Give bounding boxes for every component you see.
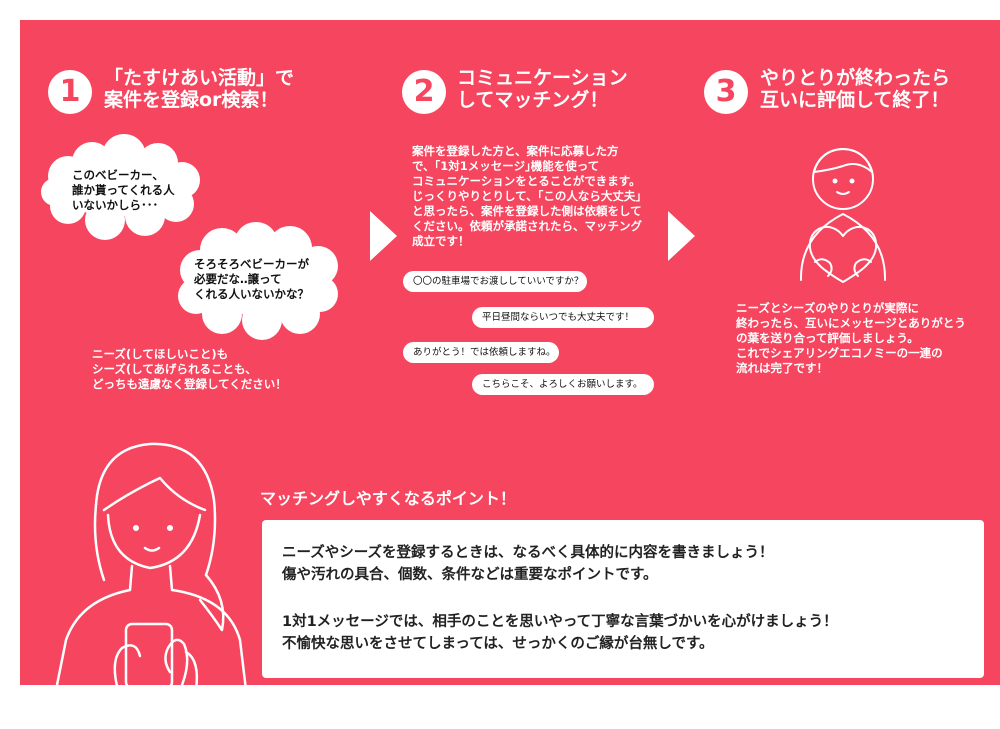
step3-desc-line: これでシェアリングエコノミーの一連の — [736, 346, 943, 360]
step3-number-badge: 3 — [704, 70, 748, 114]
step2-desc-line: 成立です！ — [412, 234, 470, 248]
step2-description: 案件を登録した方と、案件に応募した方 で、｢1対1メッセージ｣機能を使って コミ… — [412, 144, 642, 249]
tip-line: 1対1メッセージでは、相手のことを思いやって丁寧な言葉づかいを心がけましょう！ — [282, 614, 838, 630]
step2-title: コミュニケーション してマッチング！ — [457, 67, 628, 111]
step1-note-line: シーズ(してあげられることも、 — [92, 362, 257, 376]
step1-note-line: どっちも遠慮なく登録してください！ — [92, 377, 287, 391]
bubble2-line: 必要だな‥譲って — [194, 272, 282, 286]
step2-number: 2 — [413, 74, 435, 109]
step2-desc-line: ください。依頼が承諾されたら、マッチング — [412, 219, 642, 233]
step3-title: やりとりが終わったら 互いに評価して終了！ — [760, 67, 950, 111]
step3-desc-line: 終わったら、互いにメッセージとありがとう — [736, 316, 966, 330]
bubble1-line: このベビーカー、 — [72, 168, 164, 182]
step2-desc-line: と思ったら、案件を登録した側は依頼をして — [412, 204, 642, 218]
bubble2-line: そろそろベビーカーが — [194, 257, 309, 271]
step3-number: 3 — [715, 74, 737, 109]
step2-desc-line: じっくりやりとりして、｢この人なら大丈夫｣ — [412, 189, 642, 203]
step3-description: ニーズとシーズのやりとりが実際に 終わったら、互いにメッセージとありがとう の葉… — [736, 301, 966, 376]
step2-title-line: してマッチング！ — [457, 89, 609, 111]
step2-desc-line: 案件を登録した方と、案件に応募した方 — [412, 144, 619, 158]
tips-heading: マッチングしやすくなるポイント！ — [260, 489, 516, 508]
step3-desc-line: 流れは完了です！ — [736, 361, 828, 375]
tip-line: 傷や汚れの具合、個数、条件などは重要なポイントです。 — [282, 567, 658, 583]
tip-line: 不愉快な思いをさせてしまっては、せっかくのご縁が台無しです。 — [282, 636, 714, 652]
bubble1-line: 誰か貰ってくれる人 — [72, 183, 175, 197]
bubble2-text: そろそろベビーカーが 必要だな‥譲って くれる人いないかな？ — [194, 257, 309, 302]
step2-desc-line: で、｢1対1メッセージ｣機能を使って — [412, 159, 600, 173]
step3-desc-line: ニーズとシーズのやりとりが実際に — [736, 301, 919, 315]
step1-title: 「たすけあい活動」で 案件を登録or検索！ — [104, 67, 294, 111]
chat-bubble-right-1: 平日昼間ならいつでも大丈夫です！ — [472, 307, 654, 328]
tip-line: ニーズやシーズを登録するときは、なるべく具体的に内容を書きましょう！ — [282, 545, 774, 561]
bubble1-text: このベビーカー、 誰か貰ってくれる人 いないかしら･･･ — [72, 168, 175, 213]
chat-bubble-right-2: こちらこそ、よろしくお願いします。 — [472, 374, 654, 395]
bubble2-line: くれる人いないかな？ — [194, 287, 309, 301]
step1-note: ニーズ(してほしいこと)も シーズ(してあげられることも、 どっちも遠慮なく登録… — [92, 347, 287, 392]
step2-number-badge: 2 — [402, 70, 446, 114]
step3-title-line: 互いに評価して終了！ — [760, 89, 950, 111]
step1-title-line: 案件を登録or検索！ — [104, 89, 279, 111]
step2-desc-line: コミュニケーションをとることができます。 — [412, 174, 641, 188]
bubble1-line: いないかしら･･･ — [72, 198, 159, 212]
step2-title-line: コミュニケーション — [457, 67, 628, 89]
step1-title-line: 「たすけあい活動」で — [104, 67, 295, 89]
chat-bubble-left-2: ありがとう！では依頼しますね。 — [403, 342, 559, 363]
chat-bubble-left-1: 〇〇の駐車場でお渡ししていいですか？ — [403, 271, 587, 292]
tips-box: ニーズやシーズを登録するときは、なるべく具体的に内容を書きましょう！ 傷や汚れの… — [262, 520, 984, 678]
step1-number-badge: 1 — [48, 70, 92, 114]
step1-number: 1 — [59, 74, 81, 109]
step3-desc-line: の葉を送り合って評価しましょう。 — [736, 331, 919, 345]
step3-title-line: やりとりが終わったら — [760, 67, 951, 89]
step1-note-line: ニーズ(してほしいこと)も — [92, 347, 229, 361]
